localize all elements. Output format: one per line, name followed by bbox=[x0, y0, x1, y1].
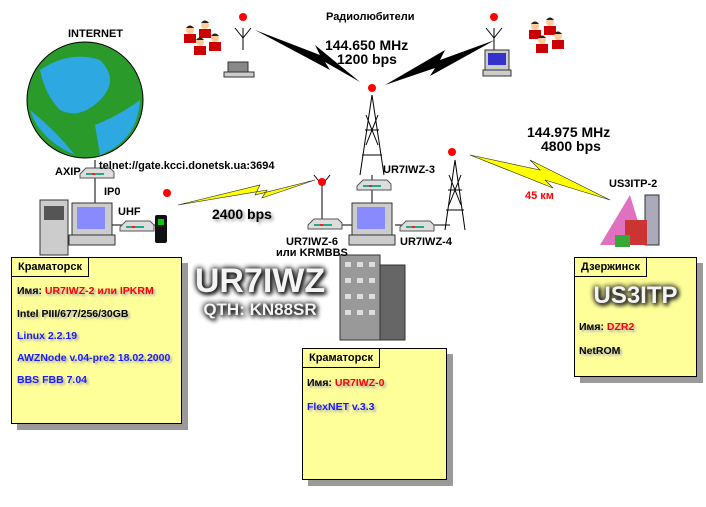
name-label: Имя: bbox=[579, 321, 604, 333]
software-info: FlexNET v.3.3 bbox=[307, 401, 375, 413]
card-city-tab: Краматорск bbox=[302, 348, 380, 368]
uhf-label: UHF bbox=[118, 206, 141, 218]
radio-amateurs-left-icon bbox=[184, 20, 221, 55]
tower-icon bbox=[359, 94, 385, 176]
server-icon bbox=[39, 199, 69, 256]
bbs-software: BBS FBB 7.04 bbox=[17, 374, 88, 386]
freq2-label: 144.975 MHz bbox=[527, 124, 611, 140]
node3-label: UR7IWZ-3 bbox=[383, 164, 435, 176]
radio-amateurs-right-icon bbox=[529, 17, 564, 53]
radio-link-icon bbox=[177, 179, 316, 206]
radio-link-icon bbox=[255, 30, 495, 85]
card-dzerzhinsk: Дзержинск US3ITP Имя: DZR2 NetROM bbox=[574, 257, 697, 377]
name-label: Имя: bbox=[17, 285, 42, 297]
modem-icon bbox=[356, 179, 392, 191]
callsign-title: UR7IWZ bbox=[194, 262, 326, 300]
us3itp2-label: US3ITP-2 bbox=[609, 178, 658, 190]
rate3-label: 4800 bps bbox=[541, 138, 601, 154]
node-name: UR7IWZ-0 bbox=[334, 377, 385, 389]
node6-alt-label: или KRMBBS bbox=[276, 247, 348, 259]
antenna-icon bbox=[234, 27, 252, 50]
tower-icon bbox=[444, 159, 466, 231]
axip-label: AXIP bbox=[55, 166, 81, 178]
ip0-label: IP0 bbox=[104, 186, 121, 198]
node-name: UR7IWZ-2 или IPKRM bbox=[44, 285, 154, 297]
node6-label: UR7IWZ-6 bbox=[286, 236, 338, 248]
hardware-info: Intel PIII/677/256/30GB bbox=[17, 308, 129, 320]
computer-icon bbox=[482, 49, 512, 77]
node-software: AWZNode v.04-pre2 18.02.2000 bbox=[17, 352, 171, 364]
modem-icon bbox=[399, 220, 435, 232]
building-icon bbox=[339, 254, 406, 341]
distance-label: 45 км bbox=[525, 190, 554, 202]
freq1-label: 144.650 MHz bbox=[325, 37, 409, 53]
card-city-tab: Краматорск bbox=[11, 257, 89, 277]
internet-label: INTERNET bbox=[68, 28, 123, 40]
us3itp-callsign: US3ITP bbox=[593, 282, 678, 309]
software-info: NetROM bbox=[579, 345, 621, 357]
os-info: Linux 2.2.19 bbox=[17, 330, 78, 342]
laptop-icon bbox=[223, 61, 255, 78]
globe-icon bbox=[26, 41, 144, 159]
card-kramatorsk-left: Краматорск Имя: UR7IWZ-2 или IPKRM Intel… bbox=[11, 257, 182, 424]
rate1-label: 1200 bps bbox=[337, 51, 397, 67]
rate2-label: 2400 bps bbox=[212, 206, 272, 222]
radioamateurs-label: Радиолюбители bbox=[326, 11, 415, 23]
modem-icon bbox=[119, 220, 155, 232]
city-icon bbox=[600, 194, 660, 247]
telnet-address: telnet://gate.kcci.donetsk.ua:3694 bbox=[99, 160, 275, 172]
node4-label: UR7IWZ-4 bbox=[400, 236, 452, 248]
qth-label: QTH: KN88SR bbox=[203, 300, 317, 319]
handheld-radio-icon bbox=[155, 215, 167, 243]
computer-icon bbox=[348, 202, 396, 246]
modem-icon bbox=[307, 218, 343, 230]
node-name: DZR2 bbox=[606, 321, 635, 333]
computer-icon bbox=[68, 202, 116, 246]
name-label: Имя: bbox=[307, 377, 332, 389]
radio-link-icon bbox=[469, 154, 611, 201]
card-kramatorsk-middle: Краматорск Имя: UR7IWZ-0 FlexNET v.3.3 bbox=[302, 348, 447, 480]
card-city-tab: Дзержинск bbox=[574, 257, 647, 277]
